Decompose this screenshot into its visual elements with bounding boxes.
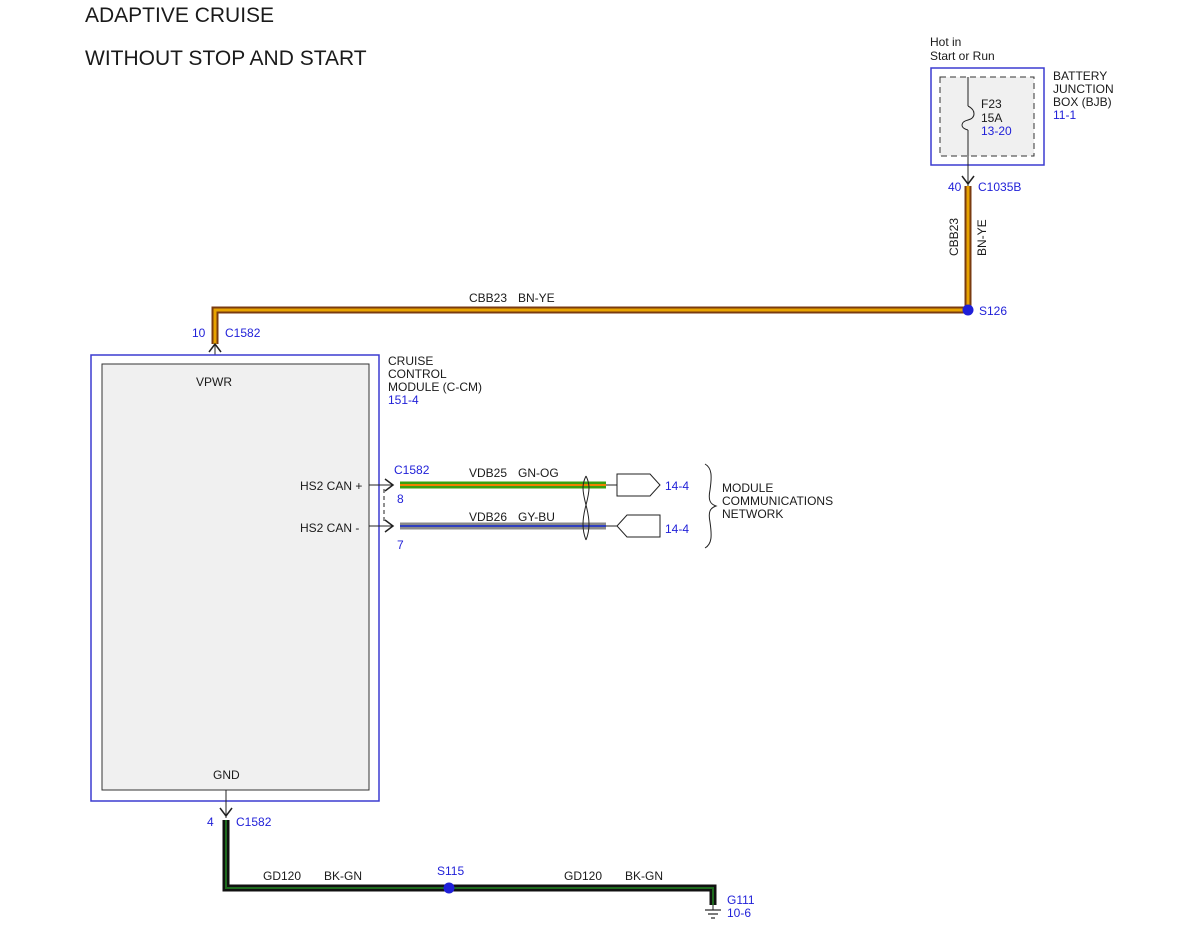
network-label-line3: NETWORK xyxy=(722,507,783,521)
wire-gd120-circuit-left: GD120 xyxy=(263,869,301,883)
ground-ref[interactable]: 10-6 xyxy=(727,906,751,920)
pin-vpwr-label: VPWR xyxy=(196,375,232,389)
twisted-pair-icon xyxy=(582,475,590,541)
can-plus-connector-arrow-icon xyxy=(384,478,395,492)
gnd-connector-arrow-icon xyxy=(219,807,233,818)
gnd-connector[interactable]: C1582 xyxy=(236,815,272,829)
wire-cbb23-vert-circuit: CBB23 xyxy=(947,218,961,256)
pin-gnd-label: GND xyxy=(213,768,240,782)
can-connector[interactable]: C1582 xyxy=(394,463,430,477)
pin-hs2-can-minus-label: HS2 CAN - xyxy=(300,521,359,535)
network-ref-minus[interactable]: 14-4 xyxy=(665,522,689,536)
wire-vdb25-circuit: VDB25 xyxy=(469,466,507,480)
splice-s126-dot xyxy=(962,304,974,316)
can-plus-pin: 8 xyxy=(397,492,404,506)
wire-cbb23-vert-color: BN-YE xyxy=(975,219,989,256)
module-name-line1: CRUISE xyxy=(388,354,433,368)
wire-gd120-color-left: BK-GN xyxy=(324,869,362,883)
can-minus-pin: 7 xyxy=(397,538,404,552)
ground-symbol-icon xyxy=(705,905,721,919)
module-ref[interactable]: 151-4 xyxy=(388,393,419,407)
bjb-name-line2: JUNCTION xyxy=(1053,82,1114,96)
network-label-line1: MODULE xyxy=(722,481,773,495)
connector-arrow-icon xyxy=(961,175,975,186)
wire-vdb25-color: GN-OG xyxy=(518,466,559,480)
fuse-f23-icon xyxy=(961,77,975,165)
hot-label-line1: Hot in xyxy=(930,35,961,49)
splice-s115-label[interactable]: S115 xyxy=(437,864,464,878)
pin-hs2-can-plus-label: HS2 CAN + xyxy=(300,479,362,493)
bjb-connector[interactable]: C1035B xyxy=(978,180,1021,194)
module-name-line2: CONTROL xyxy=(388,367,447,381)
diagram-title: ADAPTIVE CRUISE xyxy=(85,4,274,27)
wire-gd120-circuit-right: GD120 xyxy=(564,869,602,883)
fuse-id: F23 xyxy=(981,97,1002,111)
fuse-rating: 15A xyxy=(981,111,1002,125)
splice-s115-dot xyxy=(443,882,455,894)
wire-gd120-color-right: BK-GN xyxy=(625,869,663,883)
wire-vdb26-color: GY-BU xyxy=(518,510,555,524)
wire-vdb26-circuit: VDB26 xyxy=(469,510,507,524)
bjb-pin: 40 xyxy=(948,180,962,194)
module-inner-box xyxy=(101,363,370,791)
wire-gd120 xyxy=(222,820,717,905)
bjb-inner-box xyxy=(939,76,1035,157)
fuse-ref[interactable]: 13-20 xyxy=(981,124,1012,138)
diagram-subtitle: WITHOUT STOP AND START xyxy=(85,47,367,70)
can-minus-connector-arrow-icon xyxy=(384,519,395,533)
wire-cbb23-circuit: CBB23 xyxy=(469,291,507,305)
network-label-line2: COMMUNICATIONS xyxy=(722,494,833,508)
network-connector-in-icon xyxy=(616,514,661,538)
bjb-ref[interactable]: 11-1 xyxy=(1053,108,1076,122)
network-ref-plus[interactable]: 14-4 xyxy=(665,479,689,493)
network-connector-out-icon xyxy=(616,473,661,497)
gnd-pin: 4 xyxy=(207,815,214,829)
bjb-name-line3: BOX (BJB) xyxy=(1053,95,1112,109)
splice-s126-label[interactable]: S126 xyxy=(979,304,1007,318)
wire-cbb23-color: BN-YE xyxy=(518,291,555,305)
wire-cbb23 xyxy=(211,186,972,344)
vpwr-connector[interactable]: C1582 xyxy=(225,326,261,340)
vpwr-pin: 10 xyxy=(192,326,206,340)
ground-id[interactable]: G111 xyxy=(727,893,755,907)
network-brace-icon xyxy=(704,463,718,549)
hot-label-line2: Start or Run xyxy=(930,49,995,63)
module-name-line3: MODULE (C-CM) xyxy=(388,380,482,394)
bjb-name-line1: BATTERY xyxy=(1053,69,1107,83)
